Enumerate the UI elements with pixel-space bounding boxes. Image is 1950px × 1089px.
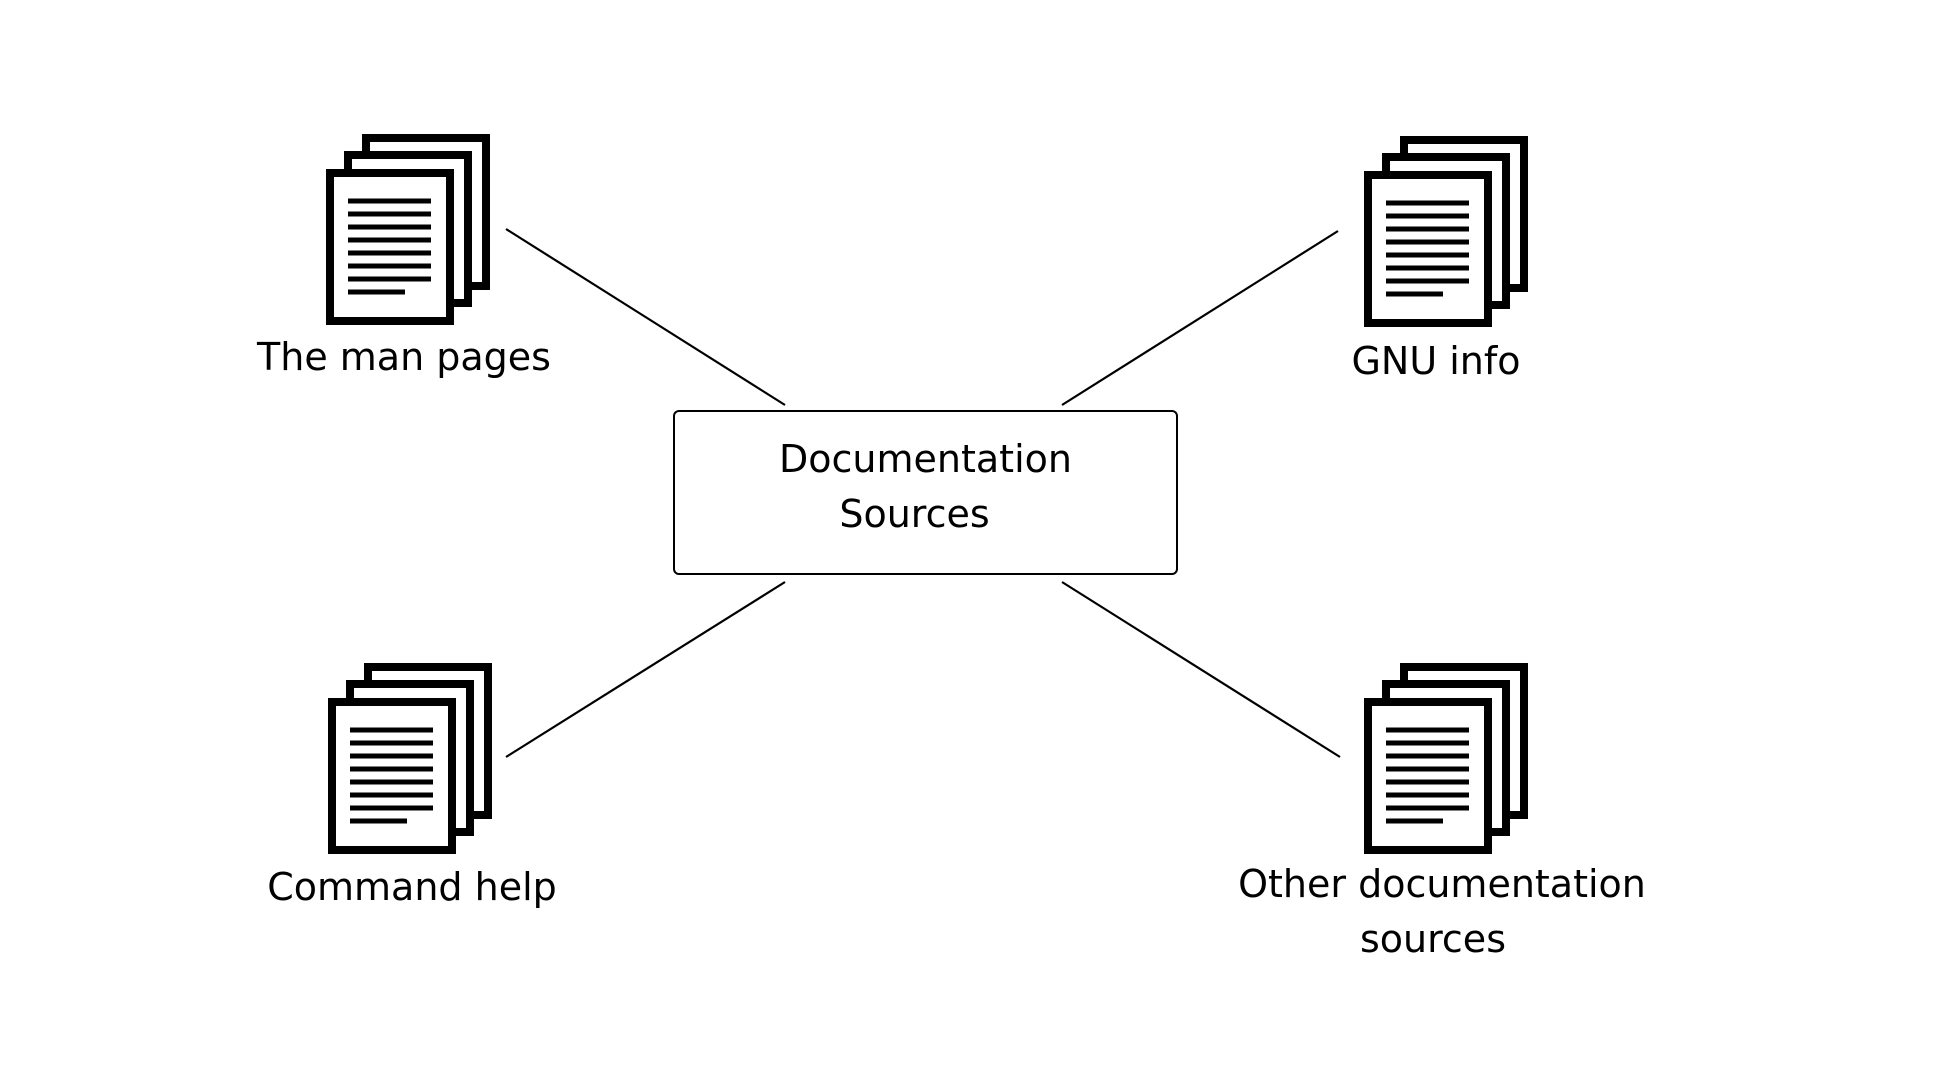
connector-other-sources bbox=[1061, 581, 1341, 758]
document-stack-icon bbox=[326, 134, 490, 325]
connector-command-help bbox=[505, 581, 786, 758]
document-stack-icon bbox=[328, 663, 492, 854]
center-label-line2: Sources bbox=[839, 492, 990, 536]
document-stack-icon bbox=[1364, 663, 1528, 854]
source-label-gnu-info: GNU info bbox=[1351, 339, 1521, 383]
documentation-sources-box: Documentation Sources bbox=[673, 410, 1178, 575]
source-label-man-pages: The man pages bbox=[257, 335, 551, 379]
document-stack-icon bbox=[1364, 136, 1528, 327]
connector-gnu-info bbox=[1061, 230, 1339, 406]
center-label-line1: Documentation bbox=[779, 437, 1072, 481]
connector-man-pages bbox=[505, 228, 786, 406]
source-label-other-line2: sources bbox=[1360, 917, 1506, 962]
source-label-other-line1: Other documentation bbox=[1238, 862, 1646, 906]
source-label-command-help: Command help bbox=[267, 865, 557, 909]
source-label-other-documentation: Other documentation sources bbox=[1238, 857, 1646, 967]
